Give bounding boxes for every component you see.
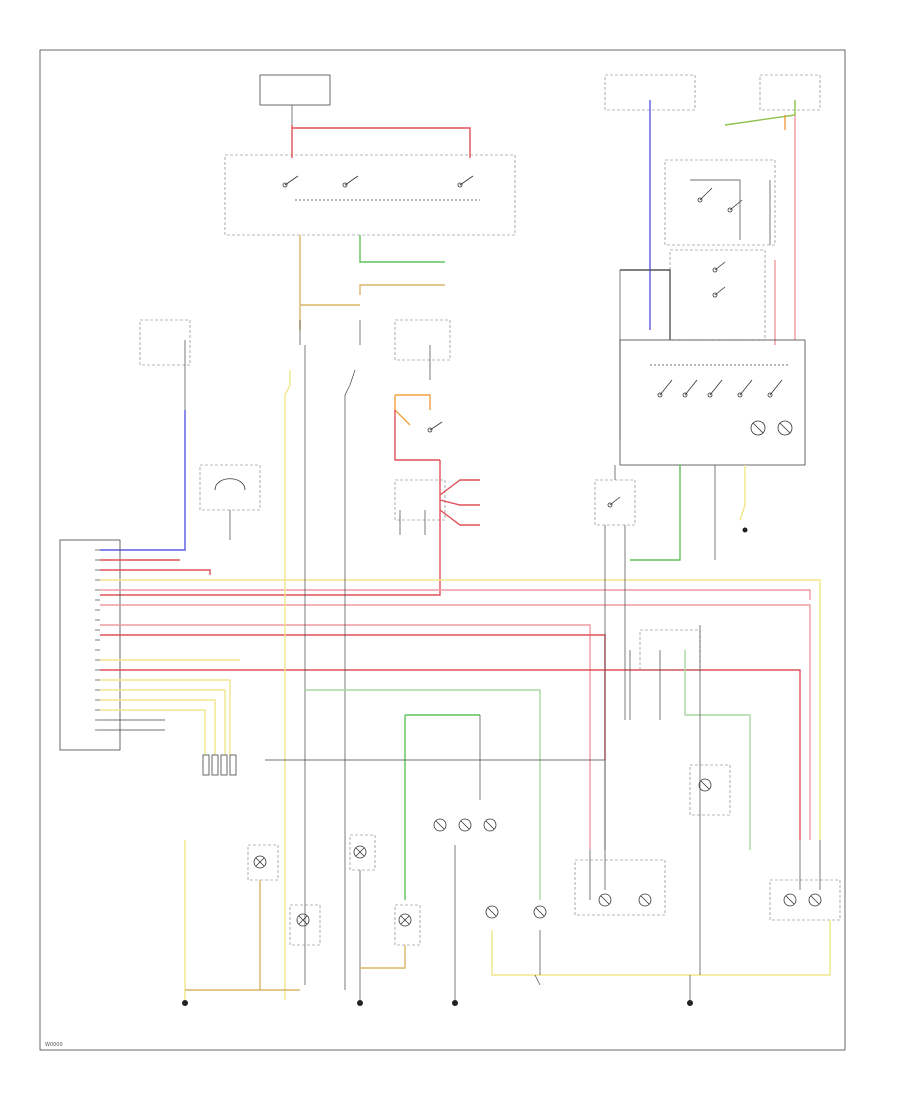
brake-module-leads (399, 510, 426, 535)
lamp-bulb-icon (296, 913, 310, 927)
wire-green-flasher (630, 465, 681, 561)
flasher-contacts (607, 496, 621, 508)
lamp-l1-box (247, 844, 279, 881)
rear-lamp-left-bulbs (598, 893, 652, 907)
lamp-bulb-icon (353, 845, 367, 859)
wire-m-red3 (100, 634, 606, 760)
left-fuse-panel (139, 319, 191, 366)
plate-lamp-left (485, 905, 499, 919)
wire-blue-left (100, 410, 186, 551)
rear-cluster-box (639, 629, 701, 671)
wire-m-pink1 (100, 589, 811, 600)
wire-tan-dimmer (359, 284, 445, 295)
ground-right (687, 1000, 693, 1006)
wire-red-brake (100, 460, 441, 596)
ground-mid (452, 1000, 458, 1006)
wire-rear-ground (700, 920, 831, 976)
left-rear-lamp-box (574, 859, 666, 916)
rear-right-leads (799, 840, 821, 890)
fuse-panel-mid (394, 319, 451, 361)
wire-green-dimmer (359, 235, 445, 263)
wire-green-rear (684, 650, 751, 850)
ground-plate (534, 974, 541, 986)
wire-green-branch (404, 714, 480, 900)
combination-switch-contacts (690, 179, 771, 245)
ground-mid-left (357, 1000, 363, 1006)
wire-m-red4 (100, 669, 801, 840)
fuse-drops (299, 320, 361, 345)
wire-brake-outputs (439, 479, 480, 526)
module-pins (95, 549, 100, 731)
wire-m-yellow-long (100, 579, 821, 840)
wire-m-yellow6 (100, 709, 206, 755)
combination-switch-box (664, 159, 776, 246)
light-switch-contacts (282, 175, 480, 201)
cluster-gauge-icon (214, 478, 246, 491)
diagram-frame (39, 49, 846, 1051)
rear-lamp-right-bulbs (783, 893, 822, 907)
wire-l1-ground (259, 880, 300, 991)
relay-contacts (712, 261, 726, 298)
wire-m-yellow3 (100, 679, 231, 755)
wire-yellow-hazard (739, 465, 746, 521)
relay-block (669, 249, 766, 341)
lamp-control-module (59, 539, 121, 751)
license-lamp-a (433, 818, 447, 832)
wire-white-vertical (344, 369, 356, 990)
license-lamp-c (483, 818, 497, 832)
fog-lamp-bulb (698, 778, 712, 792)
hazard-indicator-bulbs (750, 420, 793, 436)
wire-yellow-vertical (284, 370, 291, 1000)
wire-m-yellow4 (100, 689, 226, 755)
hazard-switch-contacts (650, 364, 790, 398)
rear-left-leads (589, 760, 606, 900)
lamp-l2-box (289, 904, 321, 946)
right-rear-lamp-box (769, 879, 841, 921)
license-lamp-b (458, 818, 472, 832)
wire-red-top (291, 125, 471, 158)
wire-plate-ground (491, 930, 700, 976)
flasher-leads (604, 465, 616, 850)
fuse-panel-box-top (259, 74, 331, 106)
ground-left (182, 1000, 188, 1006)
wire-dark-relay (620, 269, 671, 340)
brake-switch (394, 394, 443, 461)
lamp-l3-box (349, 834, 376, 871)
wire-m-yellow5 (100, 699, 216, 755)
lamp-bulb-icon (253, 855, 267, 869)
wire-green-license (305, 689, 541, 900)
hazard-switch-box (619, 339, 806, 466)
wire-m-pink3 (100, 624, 591, 850)
right-fuse-panel-b (759, 74, 821, 111)
ground-hazard (742, 527, 748, 533)
flasher-unit-box (594, 479, 636, 526)
connector-block (202, 754, 237, 776)
rear-cluster-leads (629, 650, 661, 720)
fog-lamp-box (689, 764, 731, 816)
lamp-bulb-icon (398, 913, 412, 927)
wire-m-pink2 (100, 604, 811, 840)
instrument-cluster-box (199, 464, 261, 511)
wire-l4-ground (360, 945, 406, 969)
brake-module (394, 479, 446, 521)
light-switch-box (224, 154, 516, 236)
lamp-l4-box (394, 904, 421, 946)
wire-m-red2 (100, 569, 211, 575)
diagram-code: W0000 (45, 1042, 63, 1048)
plate-lamp-right (533, 905, 547, 919)
